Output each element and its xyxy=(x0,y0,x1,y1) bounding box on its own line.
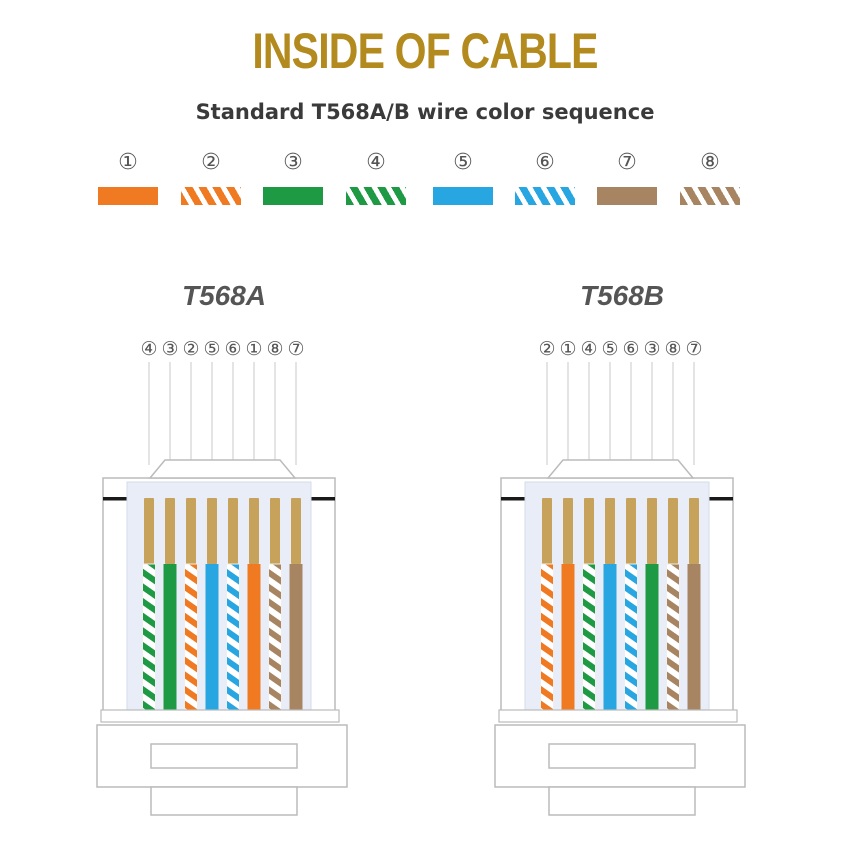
legend-item: ① xyxy=(98,150,158,210)
copper-contact xyxy=(291,498,301,564)
copper-contact xyxy=(165,498,175,564)
pin-number: ① xyxy=(559,338,576,360)
legend-number: ② xyxy=(201,150,221,175)
copper-contact xyxy=(563,498,573,564)
cable-stub xyxy=(548,786,696,816)
solid-wire xyxy=(645,564,659,710)
solid-wire xyxy=(603,564,617,710)
legend-swatch xyxy=(263,187,323,205)
copper-contact xyxy=(605,498,615,564)
pin-number: ⑧ xyxy=(664,338,681,360)
copper-contact xyxy=(207,498,217,564)
boot-window xyxy=(548,743,696,769)
plug-top-ridge xyxy=(148,459,297,479)
solid-wire xyxy=(247,564,261,710)
legend-swatch xyxy=(597,187,657,205)
pin-number: ⑤ xyxy=(601,338,618,360)
striped-wire xyxy=(624,563,638,711)
copper-contact xyxy=(689,498,699,564)
striped-wire xyxy=(582,563,596,711)
legend-number: ④ xyxy=(366,150,386,175)
legend-item: ② xyxy=(181,150,241,210)
pin-number: ④ xyxy=(140,338,157,360)
pin-number: ④ xyxy=(580,338,597,360)
copper-contact xyxy=(249,498,259,564)
pin-number: ⑤ xyxy=(203,338,220,360)
cable-stub xyxy=(150,786,298,816)
striped-wire xyxy=(268,563,282,711)
plug-top-ridge xyxy=(546,459,695,479)
striped-wire xyxy=(142,563,156,711)
pin-number: ③ xyxy=(643,338,660,360)
legend-swatch xyxy=(433,187,493,205)
solid-wire xyxy=(289,564,303,710)
legend-number: ⑦ xyxy=(617,150,637,175)
legend-number: ⑧ xyxy=(700,150,720,175)
copper-contact xyxy=(186,498,196,564)
pin-number: ⑥ xyxy=(224,338,241,360)
legend-swatch xyxy=(680,187,740,205)
pin-number: ② xyxy=(182,338,199,360)
legend-item: ⑤ xyxy=(433,150,493,210)
plug-bottom-bar xyxy=(498,709,738,723)
copper-contact xyxy=(228,498,238,564)
legend-item: ⑥ xyxy=(515,150,575,210)
legend-item: ⑧ xyxy=(680,150,740,210)
t568a-label: T568A xyxy=(181,280,267,311)
solid-wire xyxy=(561,564,575,710)
striped-wire xyxy=(540,563,554,711)
pin-number: ⑧ xyxy=(266,338,283,360)
pin-number: ⑦ xyxy=(685,338,702,360)
copper-contact xyxy=(647,498,657,564)
legend-number: ⑥ xyxy=(535,150,555,175)
legend-item: ⑦ xyxy=(597,150,657,210)
copper-contact xyxy=(144,498,154,564)
legend-swatch xyxy=(515,187,575,205)
solid-wire xyxy=(687,564,701,710)
legend-swatch xyxy=(181,187,241,205)
legend-number: ① xyxy=(118,150,138,175)
legend-item: ④ xyxy=(346,150,406,210)
copper-contact xyxy=(584,498,594,564)
copper-contact xyxy=(542,498,552,564)
striped-wire xyxy=(226,563,240,711)
boot-window xyxy=(150,743,298,769)
legend-number: ⑤ xyxy=(453,150,473,175)
solid-wire xyxy=(163,564,177,710)
legend-number: ③ xyxy=(283,150,303,175)
pin-number: ⑥ xyxy=(622,338,639,360)
solid-wire xyxy=(205,564,219,710)
pin-number: ② xyxy=(538,338,555,360)
page-title: INSIDE OF CABLE xyxy=(252,23,598,79)
legend-swatch xyxy=(346,187,406,205)
copper-contact xyxy=(668,498,678,564)
pin-number: ① xyxy=(245,338,262,360)
striped-wire xyxy=(184,563,198,711)
legend-swatch xyxy=(98,187,158,205)
pin-number: ⑦ xyxy=(287,338,304,360)
copper-contact xyxy=(270,498,280,564)
plug-bottom-bar xyxy=(100,709,340,723)
striped-wire xyxy=(666,563,680,711)
subtitle: Standard T568A/B wire color sequence xyxy=(195,100,655,124)
t568b-label: T568B xyxy=(579,280,665,311)
copper-contact xyxy=(626,498,636,564)
legend-item: ③ xyxy=(263,150,323,210)
pin-number: ③ xyxy=(161,338,178,360)
